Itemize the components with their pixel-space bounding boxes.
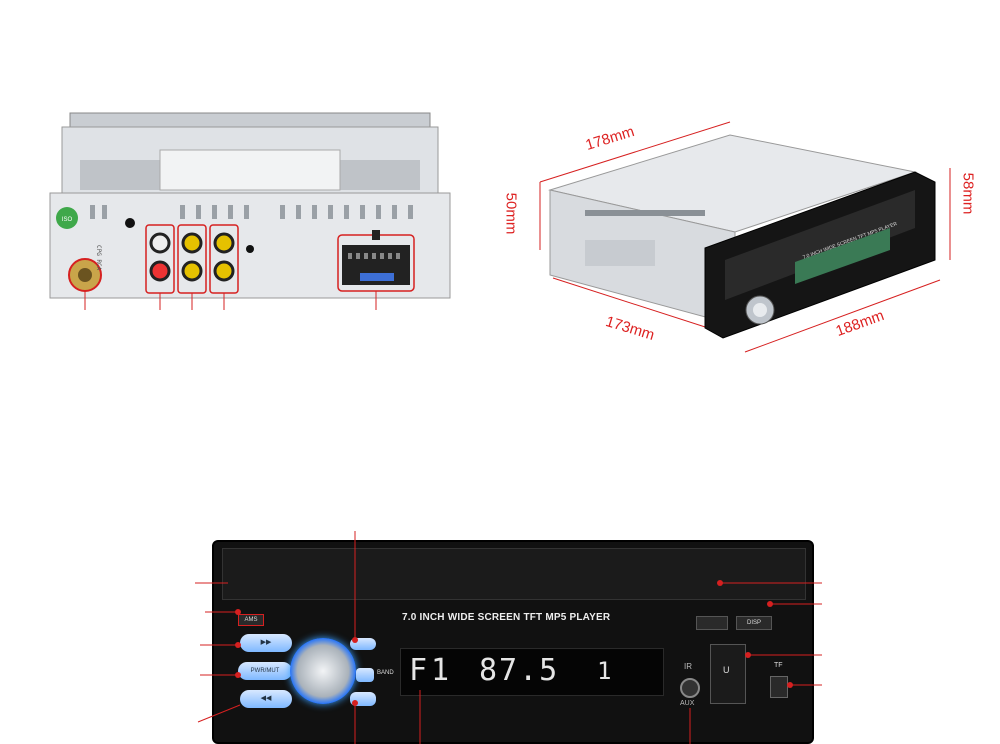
ir-label: IR xyxy=(684,662,692,671)
display-frequency: 87.5 xyxy=(479,653,560,688)
svg-text:ISO: ISO xyxy=(62,217,73,223)
iso-badge xyxy=(56,207,78,229)
lcd-display: F1 87.5 1 xyxy=(400,648,664,696)
disp-button[interactable]: DISP xyxy=(736,616,772,630)
dimension-view: 178mm 50mm 58mm 173mm 188mm 7.0 INCH WID… xyxy=(495,110,980,380)
rear-view-panel: ISO xyxy=(40,105,460,320)
display-preset: 1 xyxy=(597,657,612,685)
tf-label: TF xyxy=(774,662,783,669)
aux-label: AUX xyxy=(680,700,695,707)
rca-connectors xyxy=(149,232,235,282)
band-label: BAND xyxy=(377,670,394,676)
aux-jack-icon[interactable] xyxy=(680,678,700,698)
front-top-tray xyxy=(222,548,806,600)
volume-knob[interactable] xyxy=(290,638,356,704)
ams-button[interactable]: AMS xyxy=(238,614,264,626)
prev-button[interactable]: ◀◀ xyxy=(240,690,292,708)
isometric-unit-drawing xyxy=(539,121,951,353)
usb-slot[interactable]: U xyxy=(710,644,746,704)
rear-panel-drawing: ISO xyxy=(49,112,451,310)
tf-slot[interactable] xyxy=(770,676,788,698)
model-label: 7.0 INCH WIDE SCREEN TFT MP5 PLAYER xyxy=(402,612,611,623)
band-button[interactable] xyxy=(356,668,374,682)
next-button[interactable]: ▶▶ xyxy=(240,634,292,652)
top-right-button-1[interactable] xyxy=(696,616,728,630)
display-band: F1 xyxy=(409,653,454,688)
usb-label: U xyxy=(723,665,730,675)
pwr-mut-button[interactable]: PWR/MUT xyxy=(238,662,292,680)
